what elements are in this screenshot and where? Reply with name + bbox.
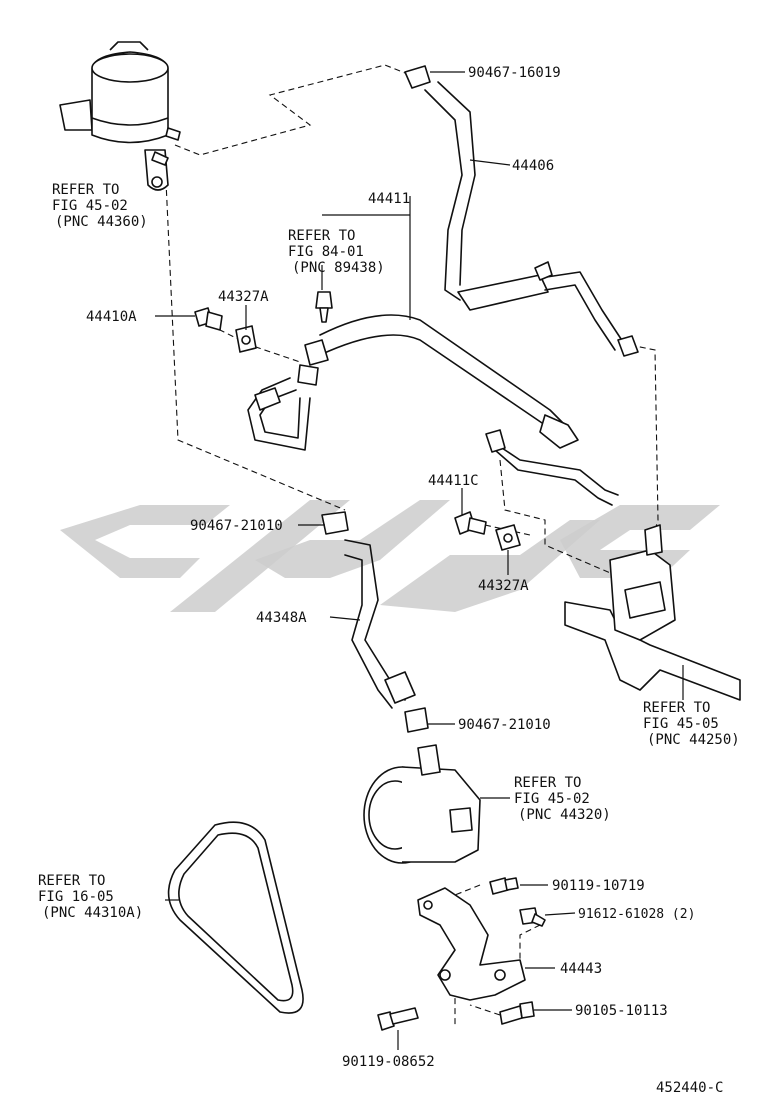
v-belt [167, 821, 304, 1014]
bolt-90119-10719 [489, 877, 519, 895]
label-44406: 44406 [512, 158, 554, 174]
pressure-sensor [315, 265, 333, 323]
ref-sensor-line-2: FIG 84-01 [288, 244, 364, 260]
watermark-logo [60, 500, 720, 612]
bolt-90119-08652 [377, 1007, 419, 1031]
suction-hose-44348a [321, 511, 429, 733]
leader-lines [155, 71, 684, 1050]
ref-gear-line-3: (PNC 44250) [647, 732, 740, 748]
ref-belt-line-1: REFER TO [38, 873, 105, 889]
part-labels: 90467-16019 44406 44411 44410A 44327A 44… [86, 65, 695, 1070]
return-hose-44406 [404, 65, 639, 357]
ref-belt-line-3: (PNC 44310A) [42, 905, 143, 921]
ref-reservoir-line-3: (PNC 44360) [55, 214, 148, 230]
ref-sensor-line-3: (PNC 89438) [292, 260, 385, 276]
bolt-44411c [454, 511, 487, 535]
power-steering-pump [363, 744, 481, 864]
label-44327a-mid: 44327A [478, 578, 529, 594]
label-44327a-top: 44327A [218, 289, 269, 305]
ref-pump-line-1: REFER TO [514, 775, 581, 791]
ref-gear: REFER TO FIG 45-05 (PNC 44250) [643, 700, 740, 748]
clamp-44327a-mid [495, 524, 521, 551]
label-91612-61028: 91612-61028 (2) [578, 907, 695, 922]
label-90119-10719: 90119-10719 [552, 878, 645, 894]
figure-id: 452440-C [656, 1080, 723, 1096]
ref-reservoir: REFER TO FIG 45-02 (PNC 44360) [52, 182, 148, 230]
ref-reservoir-line-1: REFER TO [52, 182, 119, 198]
steering-gear [564, 524, 741, 701]
ref-pump-line-3: (PNC 44320) [518, 807, 611, 823]
bolt-91612-61028 [519, 907, 546, 927]
tube-44411c [485, 429, 619, 506]
label-90467-21010-lower: 90467-21010 [458, 717, 551, 733]
ref-reservoir-line-2: FIG 45-02 [52, 198, 128, 214]
label-44411c: 44411C [428, 473, 479, 489]
label-44411: 44411 [368, 191, 410, 207]
ref-pump: REFER TO FIG 45-02 (PNC 44320) [514, 775, 611, 823]
bolt-44410a [194, 307, 223, 331]
ref-pump-line-2: FIG 45-02 [514, 791, 590, 807]
bolt-90105-10113 [499, 1001, 535, 1025]
label-44348a: 44348A [256, 610, 307, 626]
pressure-hose-44411 [247, 314, 579, 451]
clamp-44327a-top [235, 325, 257, 353]
ref-sensor: REFER TO FIG 84-01 (PNC 89438) [288, 228, 385, 276]
label-44443: 44443 [560, 961, 602, 977]
label-90105-10113: 90105-10113 [575, 1003, 668, 1019]
label-90119-08652: 90119-08652 [342, 1054, 435, 1070]
ref-sensor-line-1: REFER TO [288, 228, 355, 244]
ref-gear-line-2: FIG 45-05 [643, 716, 719, 732]
ref-gear-line-1: REFER TO [643, 700, 710, 716]
pump-bracket-44443 [417, 887, 526, 1001]
reservoir-tank [59, 41, 181, 191]
label-44410a: 44410A [86, 309, 137, 325]
label-90467-16019: 90467-16019 [468, 65, 561, 81]
ref-belt-line-2: FIG 16-05 [38, 889, 114, 905]
label-90467-21010-upper: 90467-21010 [190, 518, 283, 534]
ref-belt: REFER TO FIG 16-05 (PNC 44310A) [38, 873, 143, 921]
